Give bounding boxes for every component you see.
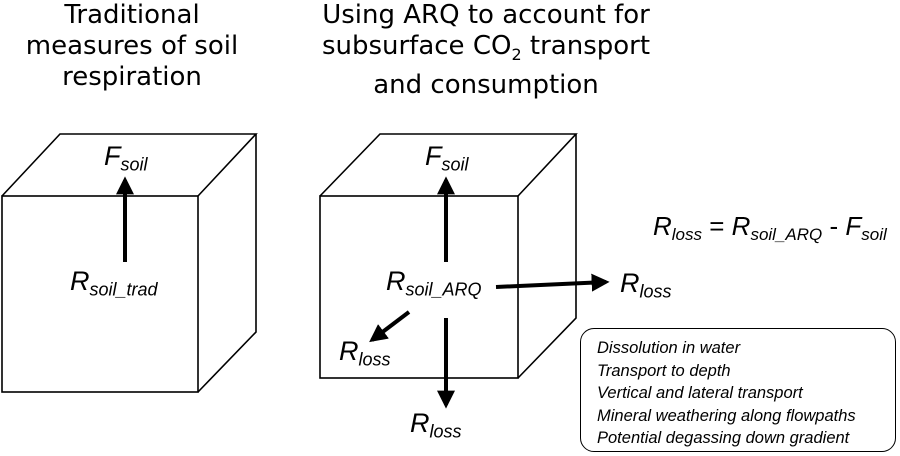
right-panel-title: Using ARQ to account for subsurface CO2 … bbox=[321, 0, 651, 101]
loss-processes-box: Dissolution in water Transport to depth … bbox=[580, 328, 896, 452]
process-item: Potential degassing down gradient bbox=[597, 429, 850, 447]
process-item: Mineral weathering along flowpaths bbox=[597, 406, 856, 425]
left-panel-title: Traditional measures of soil respiration bbox=[25, 0, 239, 92]
right-arrow-lateral bbox=[495, 273, 610, 292]
right-cube-side-face bbox=[517, 134, 577, 379]
r-loss-bottom-label: Rloss bbox=[410, 408, 462, 442]
left-cube-front-face bbox=[1, 195, 199, 393]
right-arrow-down-left bbox=[369, 310, 411, 343]
left-f-soil-label: Fsoil bbox=[104, 141, 148, 175]
process-item: Dissolution in water bbox=[597, 339, 741, 357]
process-item: Transport to depth bbox=[597, 361, 731, 380]
r-loss-right-label: Rloss bbox=[620, 268, 672, 302]
loss-equation: Rloss = Rsoil_ARQ - Fsoil bbox=[653, 211, 887, 245]
right-r-soil-arq-label: Rsoil_ARQ bbox=[386, 266, 482, 300]
r-loss-left-label: Rloss bbox=[339, 336, 391, 370]
process-item: Vertical and lateral transport bbox=[597, 384, 803, 402]
right-cube-top-face bbox=[319, 133, 578, 197]
left-cube-side-face bbox=[197, 134, 257, 393]
left-r-soil-trad-label: Rsoil_trad bbox=[70, 266, 158, 300]
right-f-soil-label: Fsoil bbox=[425, 141, 469, 175]
left-cube bbox=[1, 133, 258, 393]
left-cube-top-face bbox=[1, 133, 258, 197]
